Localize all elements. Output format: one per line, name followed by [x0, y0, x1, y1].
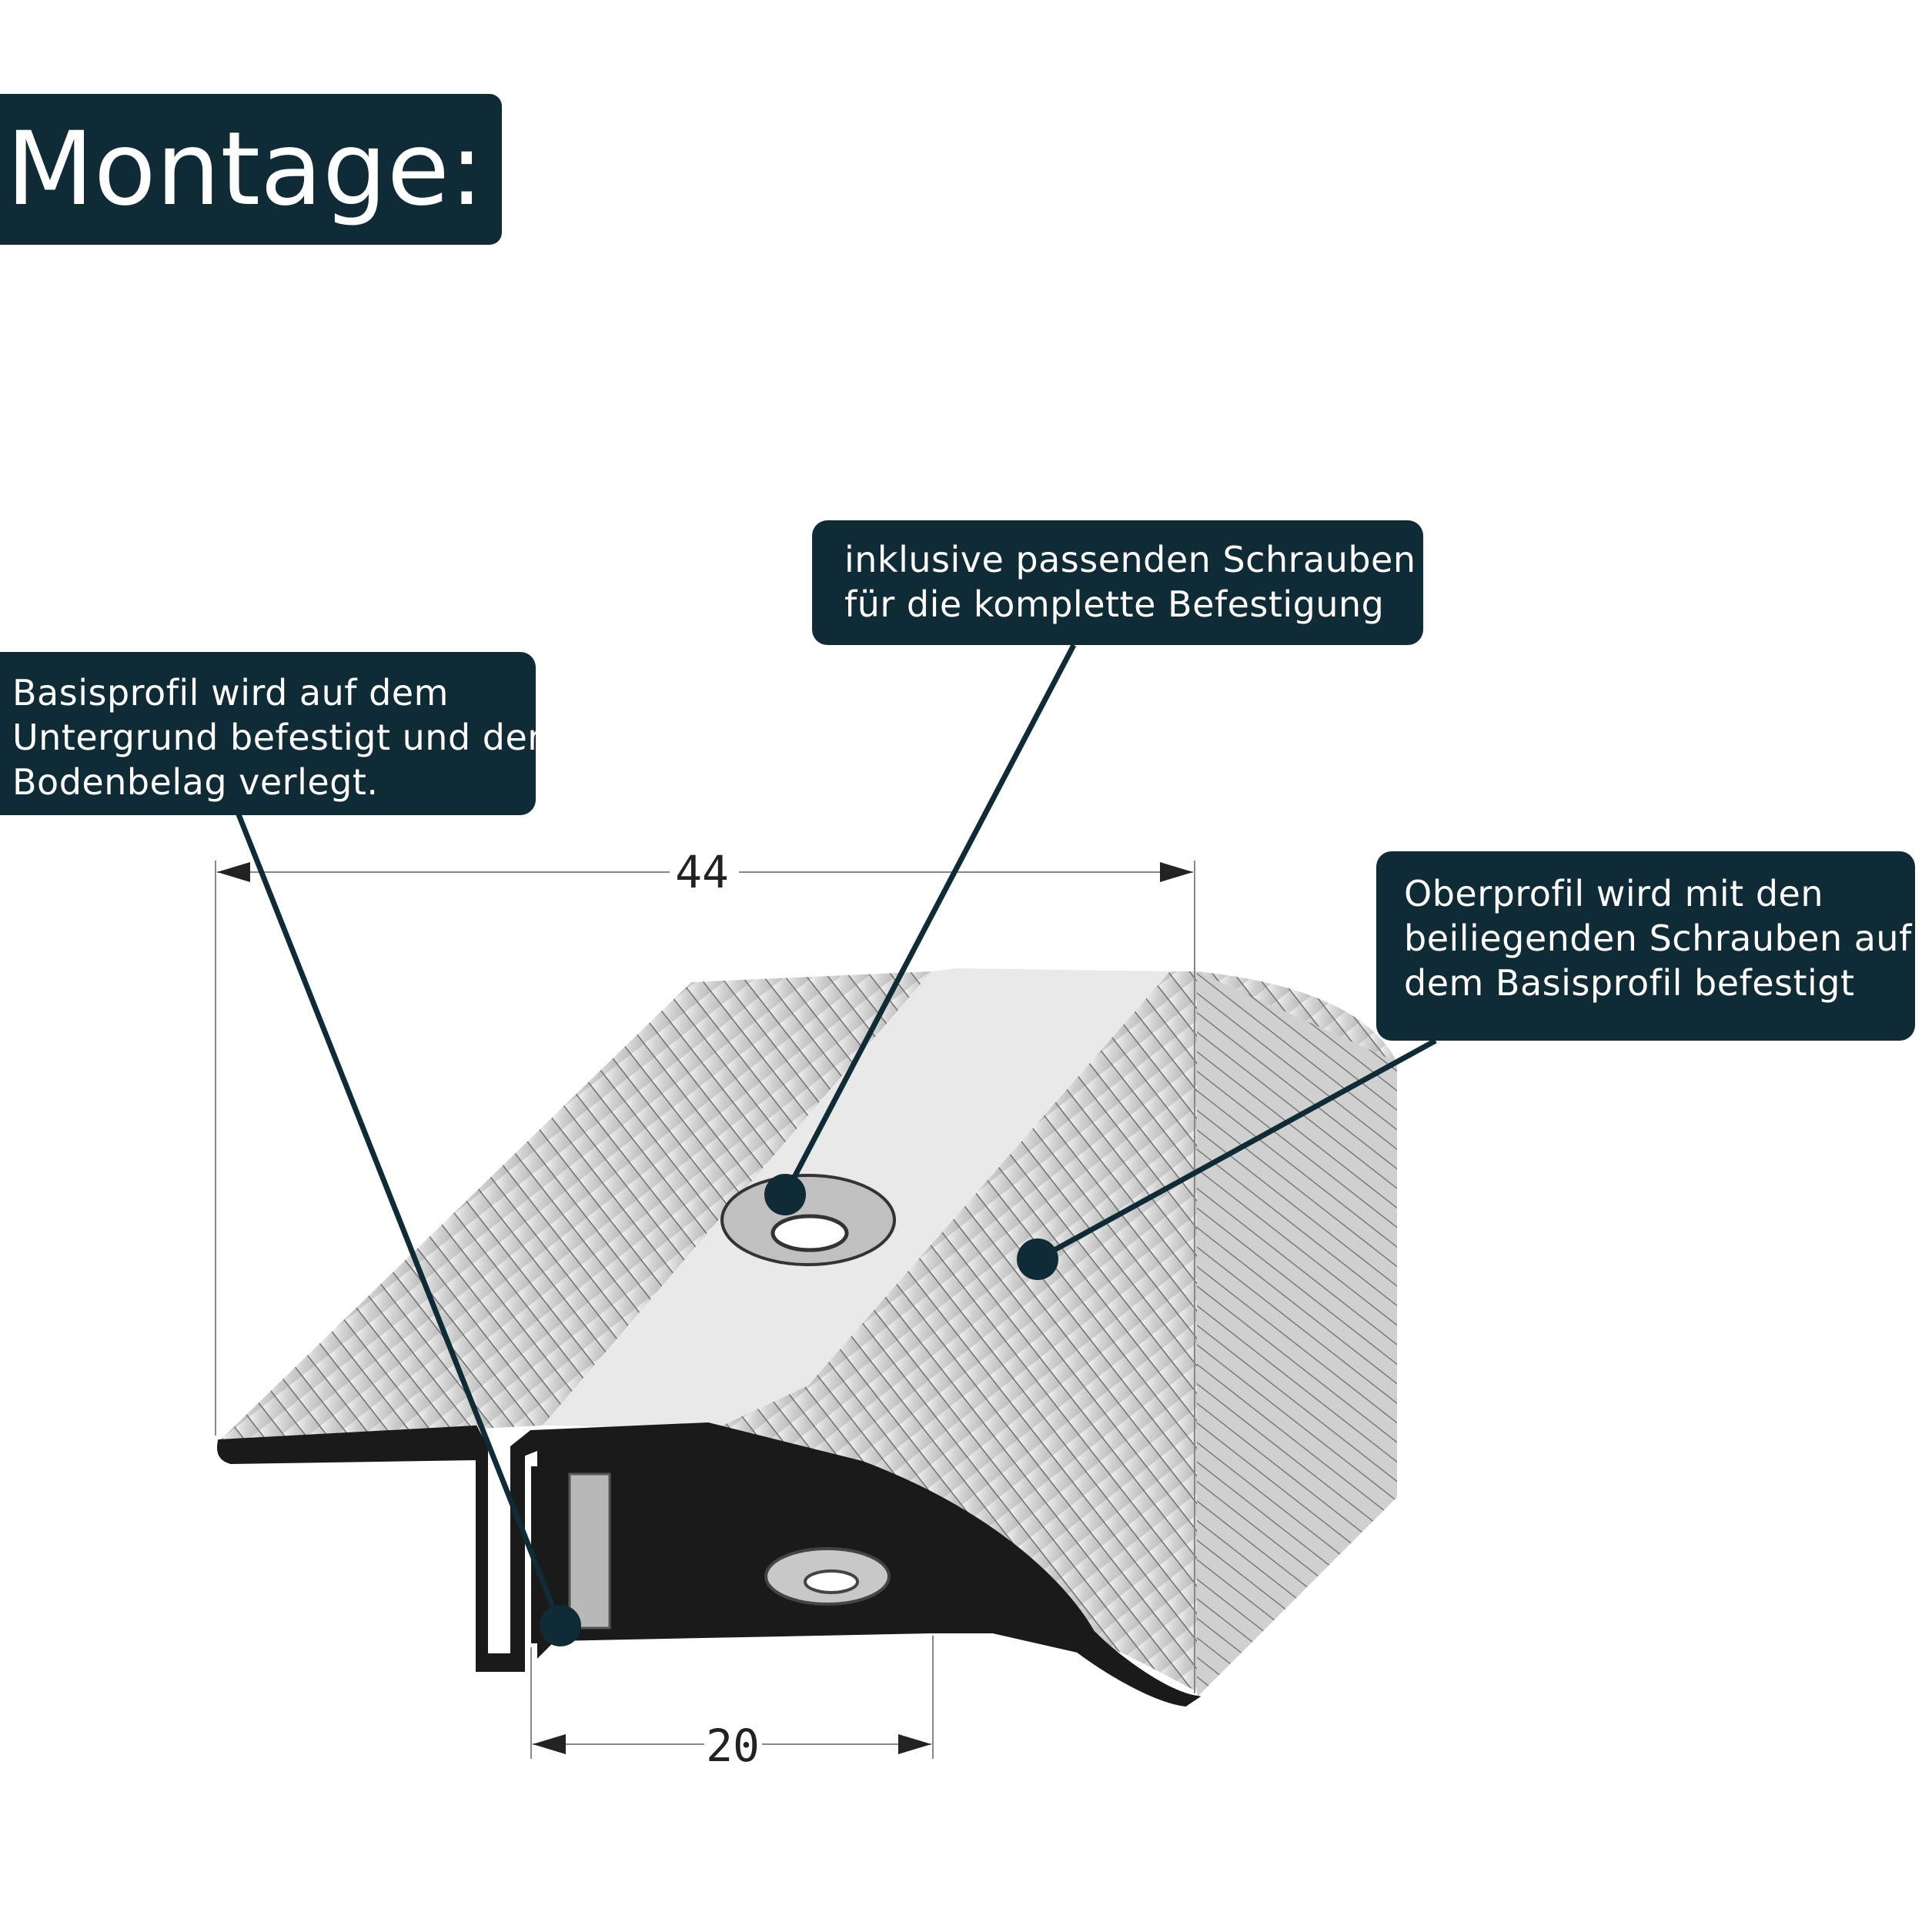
channel-wall-far: [662, 1447, 691, 1632]
dim-20-arrow-right: [898, 1734, 931, 1754]
callout-schrauben: inklusive passenden Schrauben für die ko…: [812, 520, 1423, 645]
callout-screws-line-2: für die komplette Befestigung: [844, 583, 1385, 625]
leader-screws: [782, 643, 1077, 1196]
dim-20-arrow-left: [533, 1734, 566, 1754]
dim-20-label: 20: [706, 1720, 760, 1772]
dim-44-label: 44: [675, 846, 729, 898]
left-ramp-surface: [219, 971, 931, 1441]
leader-basis: [236, 813, 563, 1627]
right-side-face: [1197, 971, 1397, 1697]
callout-screws-line-1: inklusive passenden Schrauben: [844, 539, 1416, 580]
dim-44-arrow-right: [1160, 862, 1193, 882]
callout-basis-line-2: Untergrund befestigt und der: [12, 717, 543, 758]
screw-hole-bottom: [804, 1569, 859, 1594]
title-banner: Montage:: [0, 94, 502, 245]
callout-ober-line-1: Oberprofil wird mit den: [1404, 873, 1823, 914]
callout-basisprofil: Basisprofil wird auf dem Untergrund befe…: [0, 652, 543, 815]
callout-basis-line-3: Bodenbelag verlegt.: [12, 761, 379, 803]
leader-basis-dot: [540, 1605, 581, 1646]
channel-thread: [568, 1472, 611, 1629]
callout-oberprofil: Oberprofil wird mit den beiliegenden Sch…: [1376, 851, 1915, 1041]
dim-44-arrow-left: [217, 862, 250, 882]
callout-ober-line-2: beiliegenden Schrauben auf: [1404, 918, 1912, 959]
cross-section-outline: [217, 1422, 1202, 1707]
page-title: Montage:: [6, 110, 484, 229]
callout-basis-line-1: Basisprofil wird auf dem: [12, 672, 449, 714]
screw-hole-top: [770, 1214, 849, 1252]
callout-ober-line-3: dem Basisprofil befestigt: [1404, 962, 1855, 1004]
channel-wall-right: [620, 1478, 647, 1632]
leader-ober: [1036, 1038, 1437, 1262]
leader-screws-dot: [764, 1174, 806, 1215]
leader-ober-dot: [1017, 1238, 1058, 1280]
